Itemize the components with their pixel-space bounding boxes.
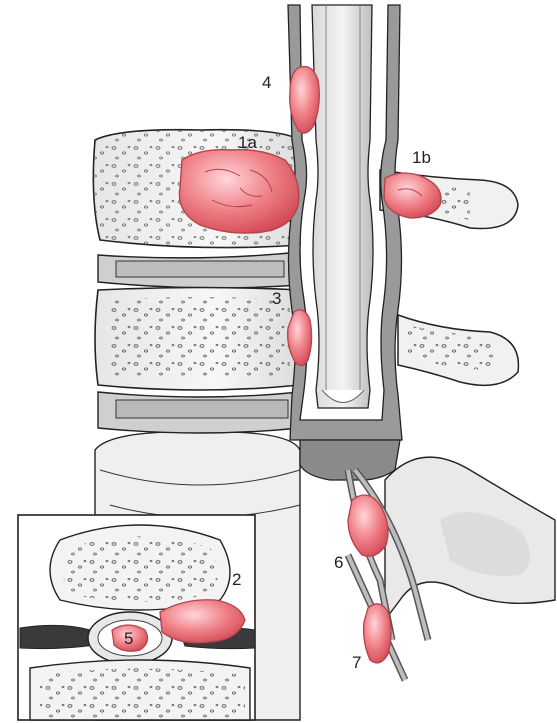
tumor-4-intradural [290,67,320,134]
axial-inset [18,515,255,720]
label-1a: 1a [238,133,257,152]
posterior-process-middle [398,315,518,385]
label-7: 7 [352,653,361,672]
middle-vertebral-body [95,288,300,391]
label-1b: 1b [412,148,431,167]
label-2: 2 [232,570,241,589]
tumor-1a-vertebral-body [179,150,298,233]
upper-intervertebral-disc [98,252,300,288]
label-3: 3 [272,289,281,308]
lower-intervertebral-disc [98,392,300,433]
label-5: 5 [124,629,133,648]
label-4: 4 [262,73,271,92]
tumor-7-peripheral-nerve [364,604,391,663]
label-6: 6 [334,553,343,572]
